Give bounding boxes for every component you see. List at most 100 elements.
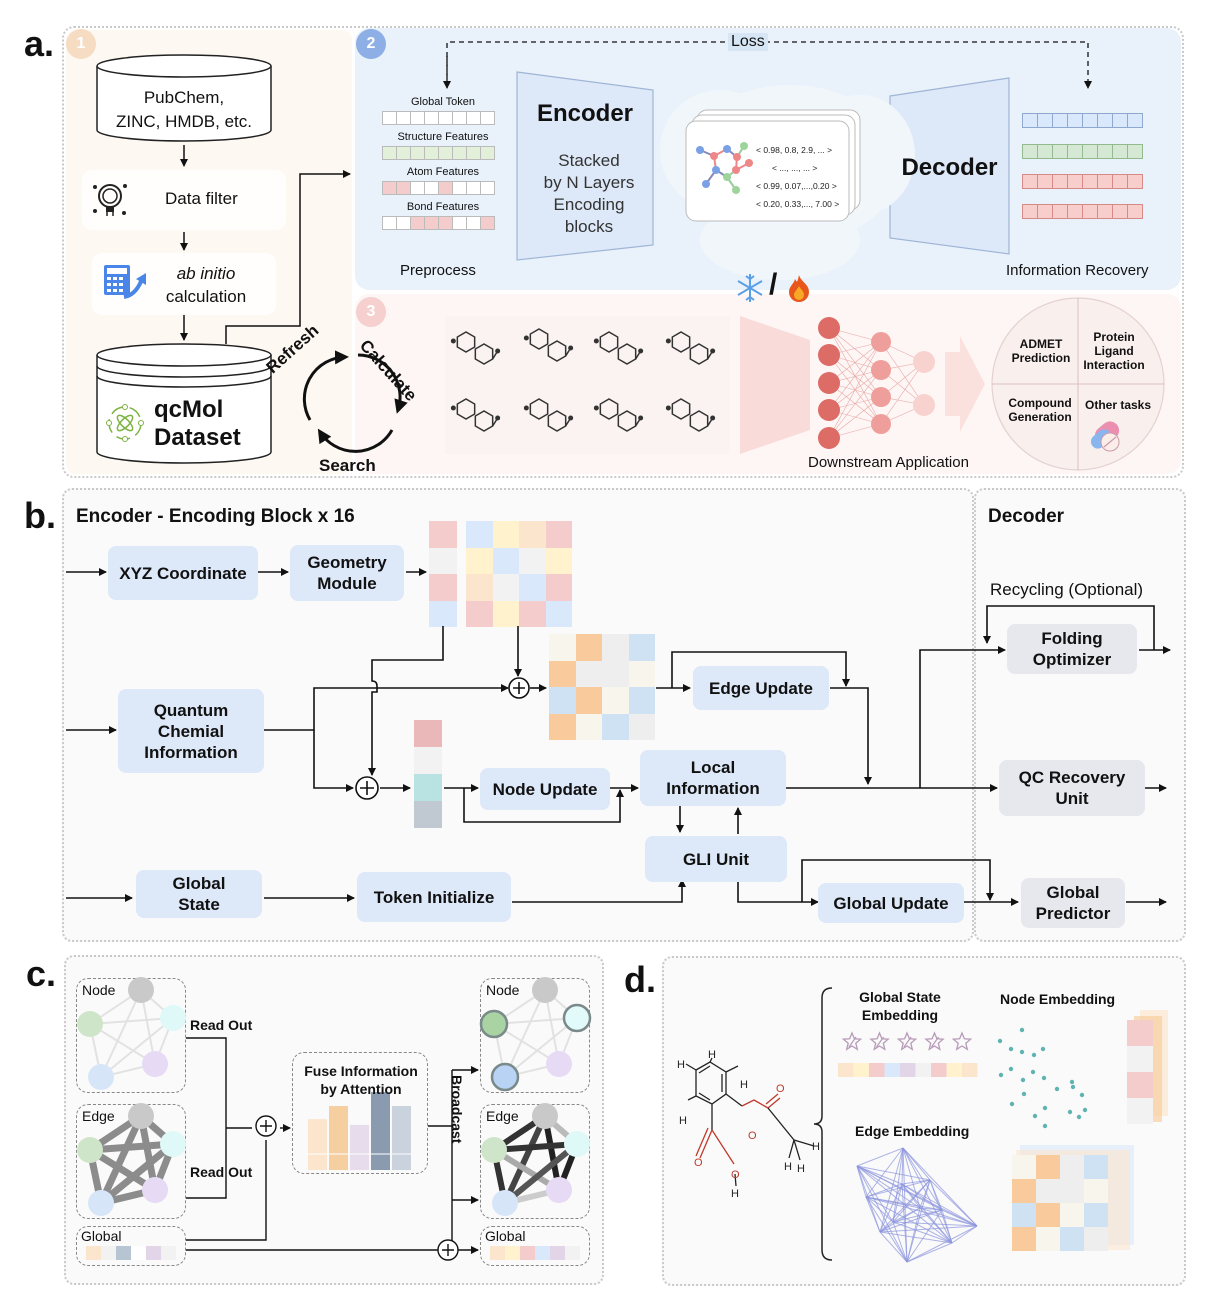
source-database-label: PubChem, ZINC, HMDB, etc.	[97, 86, 271, 134]
global-vector-cell	[535, 1246, 550, 1260]
graph-edge	[89, 1017, 174, 1025]
feature-row-cells	[382, 181, 495, 195]
nn-node	[818, 372, 840, 394]
global-vector-cell	[86, 1246, 101, 1260]
feature-row-label: Structure Features	[397, 131, 489, 143]
svg-text:O: O	[731, 1169, 740, 1181]
encoder-sub-line-4: blocks	[564, 217, 614, 236]
geometry-matrix-cell	[545, 574, 572, 601]
graph-node	[160, 1005, 186, 1031]
geometry-column-cell	[429, 547, 457, 574]
edge-matrix-cell	[1012, 1179, 1036, 1203]
graph-edge	[491, 1141, 580, 1153]
node-graph-out-frame	[480, 978, 590, 1093]
global-vector-cell	[116, 1246, 131, 1260]
global-vector-cell	[146, 1246, 161, 1260]
geometry-column-cell	[429, 521, 457, 548]
edge-embedding-line	[892, 1221, 978, 1227]
edge-embedding-line	[892, 1209, 943, 1223]
geometry-line-2: Module	[317, 574, 377, 593]
global-state-embedding-label: Global State Embedding	[848, 988, 952, 1024]
nn-edge	[828, 341, 882, 384]
dataset-name: qcMol Dataset	[154, 396, 241, 452]
geometry-line-1: Geometry	[307, 553, 387, 572]
graph-edge	[100, 1017, 174, 1078]
predictor-line-2: Predictor	[1035, 904, 1111, 923]
section-1-badge: 1	[66, 29, 96, 59]
global-out-vector	[490, 1246, 580, 1260]
edge-matrix-cell	[549, 634, 576, 661]
node-embedding-dot	[1019, 1049, 1025, 1055]
attention-bar	[308, 1119, 327, 1170]
svg-text:H: H	[812, 1141, 820, 1153]
graph-node	[128, 1103, 154, 1129]
edge-embedding-line	[879, 1231, 953, 1244]
encoder-trapezoid	[516, 71, 654, 261]
graph-node	[479, 1009, 509, 1039]
geometry-matrix-cell	[519, 600, 546, 627]
star-slash	[931, 1036, 939, 1048]
decoder-block-title: Decoder	[988, 506, 1065, 527]
geometry-matrix-cell	[545, 600, 572, 627]
global-state-line-2: State	[178, 895, 220, 914]
recovery-row	[1022, 204, 1143, 219]
edge-embedding-line	[879, 1231, 908, 1263]
geometry-matrix-cell	[466, 547, 493, 574]
ab-initio-label: ab initio calculation	[156, 262, 256, 308]
graph-node	[562, 1003, 592, 1033]
aspirin-molecule	[685, 1057, 815, 1187]
nn-edge	[828, 327, 882, 371]
edge-embedding-line	[906, 1179, 931, 1263]
ring	[599, 398, 619, 420]
geometry-matrix-cell	[492, 521, 519, 548]
molecule-grid-background	[445, 316, 730, 454]
edge-graph-out-frame	[480, 1104, 590, 1219]
edge-embedding-line	[906, 1225, 978, 1263]
geometry-matrix-cell	[492, 600, 519, 627]
ring	[689, 410, 709, 432]
node-matrix-cell	[1127, 1020, 1153, 1046]
xyz-coordinate-box: XYZ Coordinate	[108, 546, 258, 600]
global-vector-cell	[550, 1246, 565, 1260]
nn-edge	[828, 396, 882, 439]
nn-node	[871, 387, 891, 407]
gli-unit-box: GLI Unit	[645, 836, 787, 882]
preprocess-label: Preprocess	[400, 262, 476, 279]
global-vector-cell	[520, 1246, 535, 1260]
global-embedding-cell	[962, 1063, 978, 1077]
edge-matrix-cell	[1060, 1203, 1084, 1227]
nn-node	[913, 351, 935, 373]
ring	[617, 343, 637, 365]
node-out-label: Node	[486, 982, 520, 998]
feature-row-label: Global Token	[410, 96, 475, 108]
node-embedding-dot	[1054, 1086, 1060, 1092]
edge-embedding-line	[902, 1147, 931, 1181]
feature-row-cells	[382, 111, 495, 125]
node-matrix-cell	[1127, 1046, 1153, 1072]
broadcast-label: Broadcast	[449, 1075, 465, 1144]
feature-cell	[480, 216, 495, 230]
vector-line: < 0.98, 0.8, 2.9, ... >	[756, 145, 833, 155]
section-3-badge: 3	[356, 297, 386, 327]
fuse-attention-label: Fuse Information by Attention	[294, 1062, 428, 1098]
dataset-line-2: Dataset	[154, 424, 241, 451]
quantum-line-2: Chemial	[157, 721, 225, 741]
recovery-row	[1022, 144, 1143, 159]
global-vector-cell	[565, 1246, 580, 1260]
node-embedding-label: Node Embedding	[1000, 991, 1116, 1007]
edge-embedding-line	[856, 1165, 903, 1185]
edge-embedding-line	[865, 1183, 903, 1198]
graph-node	[160, 1131, 186, 1157]
edge-matrix-cell	[1060, 1179, 1084, 1203]
recycling-label: Recycling (Optional)	[990, 580, 1144, 599]
recovery-row	[1022, 113, 1143, 128]
edge-embedding-line	[879, 1209, 943, 1233]
edge-embedding-line	[865, 1196, 894, 1223]
node-column-cell	[414, 747, 442, 774]
graph-node	[546, 1051, 572, 1077]
global-vector-cell	[101, 1246, 116, 1260]
